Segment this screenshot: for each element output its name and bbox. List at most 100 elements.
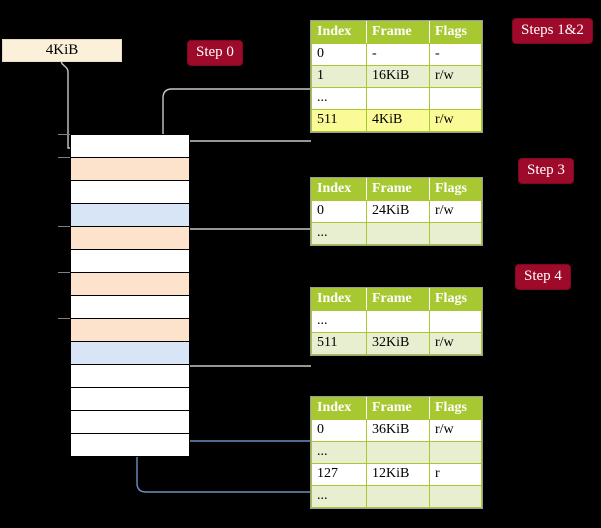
cell-flags (429, 441, 482, 464)
cell-flags: - (429, 43, 482, 66)
memory-frame-9 (70, 341, 190, 365)
cell-flags: r/w (429, 65, 482, 88)
column-header-flags: Flags (429, 178, 482, 201)
column-header-frame: Frame (366, 21, 430, 44)
cell-frame: 32KiB (366, 332, 430, 355)
column-header-index: Index (311, 21, 367, 44)
virtual-page-label: 4KiB (45, 42, 79, 58)
cell-flags: r/w (429, 419, 482, 442)
cell-index: 1 (311, 65, 367, 88)
column-header-index: Index (311, 288, 367, 311)
table-row: ... (311, 441, 482, 464)
badge-steps-1-2: Steps 1&2 (513, 19, 592, 43)
cell-frame (366, 485, 430, 508)
badge-step-3: Step 3 (519, 159, 573, 183)
column-header-index: Index (311, 397, 367, 420)
cell-flags: r (429, 463, 482, 486)
cell-frame: 24KiB (366, 200, 430, 223)
table-row: ... (311, 310, 482, 333)
table-row: ... (311, 87, 482, 110)
cell-flags (429, 485, 482, 508)
cell-flags (429, 222, 482, 245)
cell-index: 0 (311, 200, 367, 223)
cell-frame: 16KiB (366, 65, 430, 88)
cell-index: 511 (311, 109, 367, 132)
memory-frame-0 (70, 134, 190, 158)
memory-frame-8 (70, 318, 190, 342)
memory-frame-4 (70, 226, 190, 250)
table-row: ... (311, 222, 482, 245)
column-header-frame: Frame (366, 397, 430, 420)
column-header-index: Index (311, 178, 367, 201)
physical-memory-column (58, 134, 190, 457)
column-header-flags: Flags (429, 21, 482, 44)
memory-frame-6 (70, 272, 190, 296)
virtual-page-box: 4KiB (2, 39, 122, 62)
memory-frame-1 (70, 157, 190, 181)
badge-step-4: Step 4 (516, 265, 570, 289)
memory-frame-5 (70, 249, 190, 273)
cell-index: ... (311, 87, 367, 110)
column-header-frame: Frame (366, 288, 430, 311)
cell-frame (366, 222, 430, 245)
cell-flags: r/w (429, 109, 482, 132)
memory-frame-12 (70, 410, 190, 434)
column-header-flags: Flags (429, 397, 482, 420)
memory-frame-tick-4 (58, 226, 70, 227)
memory-frame-11 (70, 387, 190, 411)
cell-frame: 36KiB (366, 419, 430, 442)
cell-index: 0 (311, 43, 367, 66)
wire-vpage-to-frame (60, 59, 97, 160)
memory-frame-tick-6 (58, 272, 70, 273)
memory-frame-tick-8 (58, 318, 70, 319)
column-header-flags: Flags (429, 288, 482, 311)
cell-index: ... (311, 485, 367, 508)
wire-l4-entry511 (175, 140, 311, 154)
cell-index: 511 (311, 332, 367, 355)
cell-index: ... (311, 441, 367, 464)
table-row: ... (311, 485, 482, 508)
cell-frame (366, 441, 430, 464)
badge-step-0: Step 0 (188, 41, 242, 65)
cell-index: 0 (311, 419, 367, 442)
memory-frame-tick-0 (58, 134, 70, 135)
memory-frame-10 (70, 364, 190, 388)
wire-l1-entry127 (136, 217, 311, 493)
wire-l3-entry0 (175, 228, 311, 253)
wire-l4-entry1 (162, 88, 311, 244)
memory-frame-13 (70, 433, 190, 457)
table-row: 0-- (311, 43, 482, 66)
cell-index: ... (311, 222, 367, 245)
wire-l2-entry511 (175, 322, 311, 367)
cell-frame: 4KiB (366, 109, 430, 132)
memory-frame-7 (70, 295, 190, 319)
column-header-frame: Frame (366, 178, 430, 201)
cell-flags (429, 87, 482, 110)
cell-flags: r/w (429, 332, 482, 355)
memory-frame-2 (70, 180, 190, 204)
cell-index: ... (311, 310, 367, 333)
cell-frame (366, 310, 430, 333)
cell-frame (366, 87, 430, 110)
cell-flags (429, 310, 482, 333)
cell-flags: r/w (429, 200, 482, 223)
cell-frame: 12KiB (366, 463, 430, 486)
memory-frame-3 (70, 203, 190, 227)
cell-index: 127 (311, 463, 367, 486)
memory-frame-tick-1 (58, 157, 70, 158)
cell-frame: - (366, 43, 430, 66)
